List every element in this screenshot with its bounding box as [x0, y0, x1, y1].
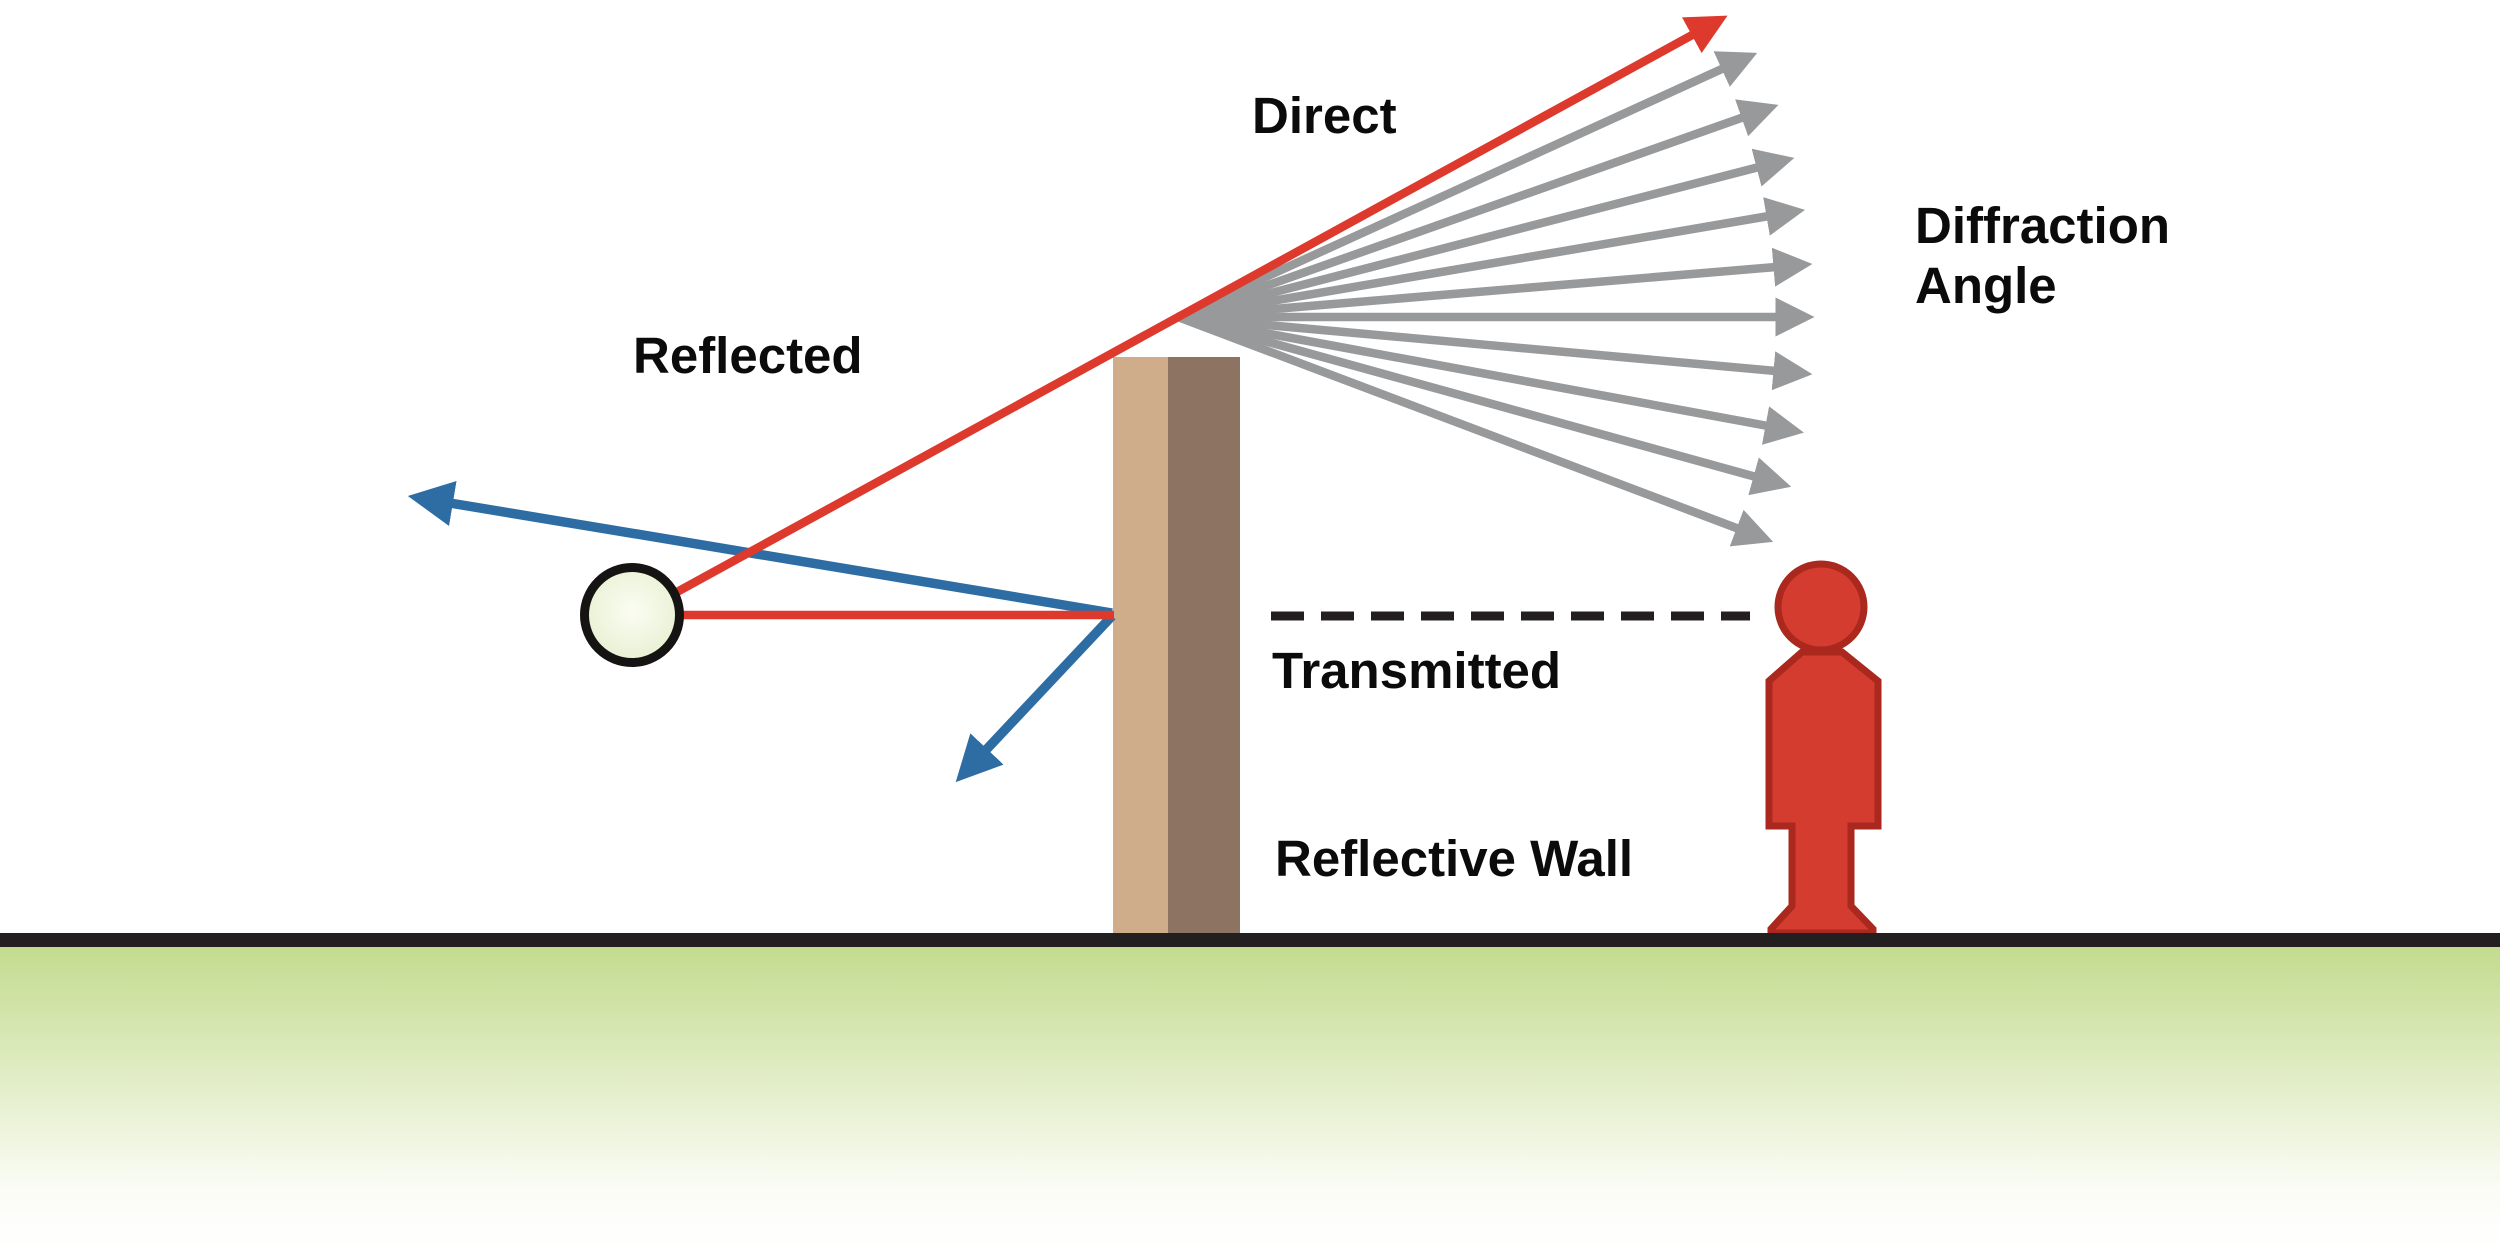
ground-line — [0, 933, 2500, 947]
direct-ray — [674, 15, 1728, 596]
diffraction-ray — [1177, 312, 1804, 445]
grass-ground — [0, 947, 2500, 1250]
reflected-rays — [407, 480, 1116, 783]
sound-source — [580, 563, 684, 667]
diffraction-ray — [1176, 312, 1792, 496]
diffraction-ray — [1176, 313, 1774, 547]
reflective-wall-label: Reflective Wall — [1275, 830, 1634, 887]
reflected-label: Reflected — [633, 327, 863, 384]
diffraction-ray — [1177, 312, 1813, 391]
transmitted-label: Transmitted — [1272, 642, 1562, 699]
reflected-ray-upper — [407, 480, 1113, 618]
diffraction-fan — [1176, 51, 1815, 547]
diffraction-angle-label: Diffraction Angle — [1915, 197, 2170, 314]
diffraction-ray — [1177, 197, 1806, 322]
diffraction-ray — [1176, 51, 1758, 321]
diffraction-ray — [1176, 99, 1779, 322]
person-head — [1774, 560, 1868, 654]
reflected-ray-lower — [955, 612, 1116, 783]
person-body — [1765, 648, 1882, 937]
diffraction-ray — [1176, 148, 1795, 322]
direct-label: Direct — [1252, 87, 1397, 144]
listener-person — [1765, 560, 1882, 937]
diffraction-ray — [1177, 247, 1813, 322]
reflective-wall-side — [1168, 357, 1240, 933]
source-rays — [674, 15, 1728, 620]
reflective-wall-front — [1113, 357, 1168, 933]
